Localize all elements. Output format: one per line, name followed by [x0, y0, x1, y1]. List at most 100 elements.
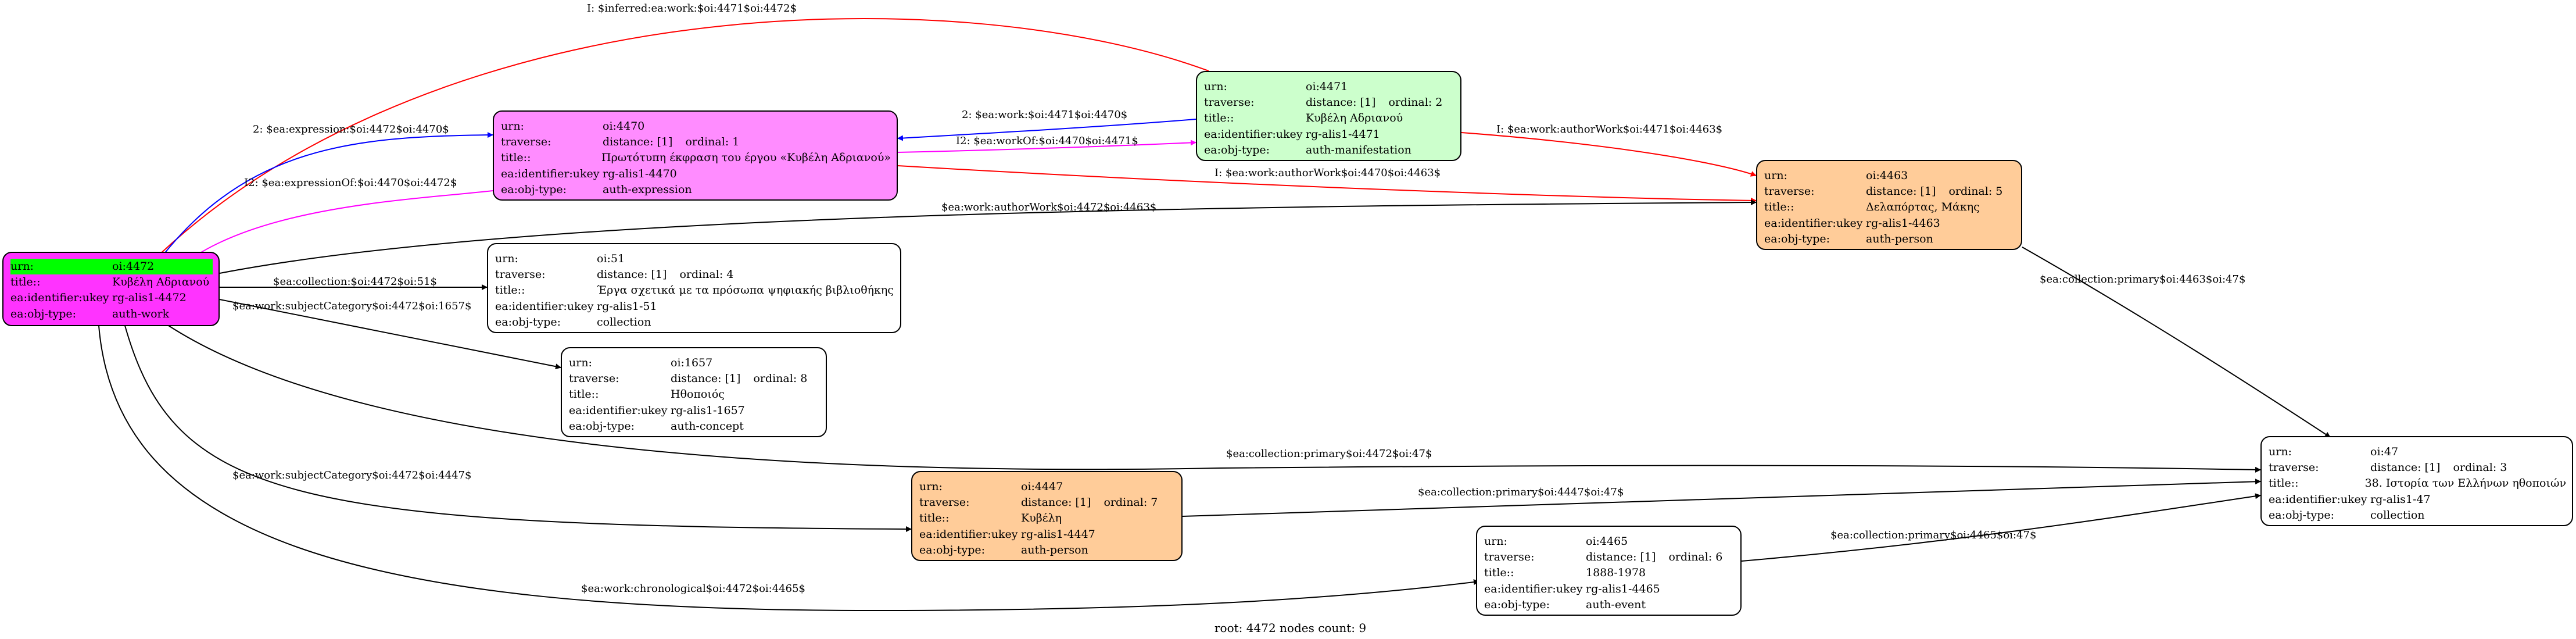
distance-value: distance: [1] — [2370, 461, 2441, 474]
node-urn-row: urn: oi:4463 — [1764, 168, 2015, 184]
type-label: ea:obj-type: — [1484, 598, 1550, 611]
title-value: 38. Ιστορία των Ελλήνων ηθοποιών — [2364, 477, 2566, 490]
node-4472-root[interactable]: urn:oi:4472 title::Κυβέλη Αδριανού ea:id… — [2, 252, 220, 326]
edge-primary-4463-47 — [2022, 247, 2331, 438]
title-label: title:: — [919, 512, 950, 525]
ordinal-value: ordinal: 8 — [753, 372, 808, 385]
ordinal-value: ordinal: 1 — [685, 135, 740, 149]
node-type-row: ea:obj-type: auth-manifestation — [1204, 142, 1454, 158]
traverse-label: traverse: — [919, 496, 970, 509]
node-4471[interactable]: urn:oi:4471 traverse:distance: [1]ordina… — [1196, 71, 1461, 161]
node-title-row: title::Κυβέλη — [919, 511, 1176, 526]
node-title-row: title::Έργα σχετικά με τα πρόσωπα ψηφιακ… — [495, 283, 894, 298]
traverse-label: traverse: — [569, 372, 619, 385]
ukey-value: rg-alis1-47 — [2370, 492, 2431, 506]
type-value: auth-event — [1586, 598, 1646, 611]
distance-value: distance: [1] — [671, 372, 741, 385]
node-urn-row: urn:oi:4447 — [919, 479, 1176, 495]
title-value: Έργα σχετικά με τα πρόσωπα ψηφιακής βιβλ… — [597, 284, 894, 297]
edge-label: I: $ea:work:authorWork$oi:4470$oi:4463$ — [1214, 167, 1441, 179]
edge-primary-4447-47 — [1182, 479, 2261, 517]
distance-value: distance: [1] — [597, 268, 667, 281]
type-value: auth-manifestation — [1306, 143, 1411, 156]
ordinal-value: ordinal: 6 — [1668, 551, 1723, 564]
traverse-label: traverse: — [1764, 185, 1815, 198]
node-51[interactable]: urn:oi:51 traverse: distance: [1] ordinal:… — [487, 243, 901, 333]
node-urn-row: urn:oi:4471 — [1204, 79, 1454, 95]
node-4447[interactable]: urn:oi:4447 traverse: distance: [1] ordina… — [911, 471, 1183, 561]
node-traverse-row: traverse:distance: [1]ordinal: 5 — [1764, 184, 2015, 199]
edge-expression-4472-4470 — [139, 132, 493, 288]
edge-subjectcategory-4472-1657 — [219, 299, 561, 370]
type-value: auth-concept — [671, 419, 744, 433]
edge-label: $ea:work:subjectCategory$oi:4472$oi:1657… — [232, 300, 471, 312]
urn-value: oi:4447 — [1021, 480, 1063, 493]
edge-label: I2: $ea:expressionOf:$oi:4470$oi:4472$ — [244, 177, 457, 189]
type-value: auth-expression — [603, 183, 692, 196]
type-label: ea:obj-type: — [919, 543, 986, 556]
title-label: title:: — [569, 388, 599, 401]
title-value: 1888-1978 — [1586, 566, 1646, 580]
distance-value: distance: [1] — [1021, 496, 1091, 509]
edge-label: $ea:work:authorWork$oi:4472$oi:4463$ — [941, 201, 1156, 213]
node-urn-row: urn:oi:47 — [2269, 444, 2566, 460]
edge-label: $ea:work:chronological$oi:4472$oi:4465$ — [581, 583, 805, 595]
title-label: title:: — [2269, 477, 2299, 490]
node-type-row: ea:obj-type: auth-person — [919, 542, 1176, 558]
ukey-label: ea:identifier:ukey — [1484, 582, 1583, 595]
urn-label: urn: — [1764, 169, 1787, 182]
traverse-label: traverse: — [2269, 461, 2319, 474]
ukey-value: rg-alis1-4465 — [1586, 582, 1660, 595]
title-label: title:: — [501, 151, 531, 165]
node-title-row: title::Δελαπόρτας, Μάκης — [1764, 199, 2015, 215]
type-label: ea:obj-type: — [569, 419, 635, 433]
node-traverse-row: traverse: distance: [1] ordinal: 7 — [919, 495, 1176, 511]
title-value: Κυβέλη Αδριανού — [112, 276, 210, 289]
node-title-row: title::38. Ιστορία των Ελλήνων ηθοποιών — [2269, 476, 2566, 491]
ukey-value: rg-alis1-1657 — [671, 404, 745, 417]
node-type-row: ea:obj-type:collection — [495, 315, 894, 330]
title-value: Κυβέλη — [1021, 512, 1062, 525]
edge-primary-4465-47 — [1741, 493, 2261, 562]
traverse-label: traverse: — [495, 268, 546, 281]
ukey-label: ea:identifier:ukey — [2269, 492, 2367, 506]
edge-primary-4472-47 — [168, 325, 2261, 473]
ukey-value: rg-alis1-4470 — [603, 167, 677, 180]
edge-label: I: $inferred:ea:work:$oi:4471$oi:4472$ — [587, 2, 797, 15]
urn-label: urn: — [501, 120, 524, 133]
urn-label: urn: — [569, 356, 592, 369]
edge-authorwork-4472-4463 — [219, 199, 1757, 274]
title-label: title:: — [10, 276, 41, 289]
edge-label: $ea:collection:primary$oi:4447$oi:47$ — [1418, 486, 1624, 498]
edge-label: I2: $ea:workOf:$oi:4470$oi:4471$ — [956, 135, 1138, 147]
node-47[interactable]: urn:oi:47 traverse:distance: [1]ordinal:… — [2260, 436, 2573, 526]
node-4465[interactable]: urn:oi:4465 traverse:distance: [1]ordina… — [1476, 526, 1742, 616]
urn-value: oi:4472 — [112, 260, 155, 273]
node-1657[interactable]: urn:oi:1657 traverse:distance: [1]ordina… — [561, 347, 827, 437]
node-type-row: ea:obj-type:auth-expression — [501, 182, 891, 198]
type-label: ea:obj-type: — [1204, 143, 1270, 156]
ukey-value: rg-alis1-4472 — [112, 291, 187, 305]
urn-value: oi:4463 — [1866, 169, 1908, 182]
node-urn-row: urn:oi:51 — [495, 251, 894, 267]
ordinal-value: ordinal: 4 — [679, 268, 734, 281]
edge-subjectcategory-4472-4447 — [124, 325, 912, 532]
node-type-row: ea:obj-type:auth-work — [10, 306, 213, 322]
type-label: ea:obj-type: — [2269, 508, 2335, 522]
ordinal-value: ordinal: 7 — [1104, 496, 1158, 509]
type-value: auth-work — [112, 307, 170, 320]
node-traverse-row: traverse:distance: [1]ordinal: 1 — [501, 134, 891, 150]
urn-value: oi:47 — [2370, 445, 2399, 458]
node-4470[interactable]: urn:oi:4470 traverse:distance: [1]ordina… — [493, 110, 898, 201]
node-4463[interactable]: urn:oi:4463 traverse:distance: [1]ordina… — [1756, 160, 2022, 250]
node-type-row: ea:obj-type:auth-person — [1764, 231, 2015, 247]
title-value: Δελαπόρτας, Μάκης — [1866, 201, 1980, 214]
type-value: auth-person — [1021, 543, 1088, 556]
type-value: collection — [2370, 508, 2425, 522]
distance-value: distance: [1] — [1866, 185, 1936, 198]
ukey-value: rg-alis1-4471 — [1306, 127, 1380, 141]
